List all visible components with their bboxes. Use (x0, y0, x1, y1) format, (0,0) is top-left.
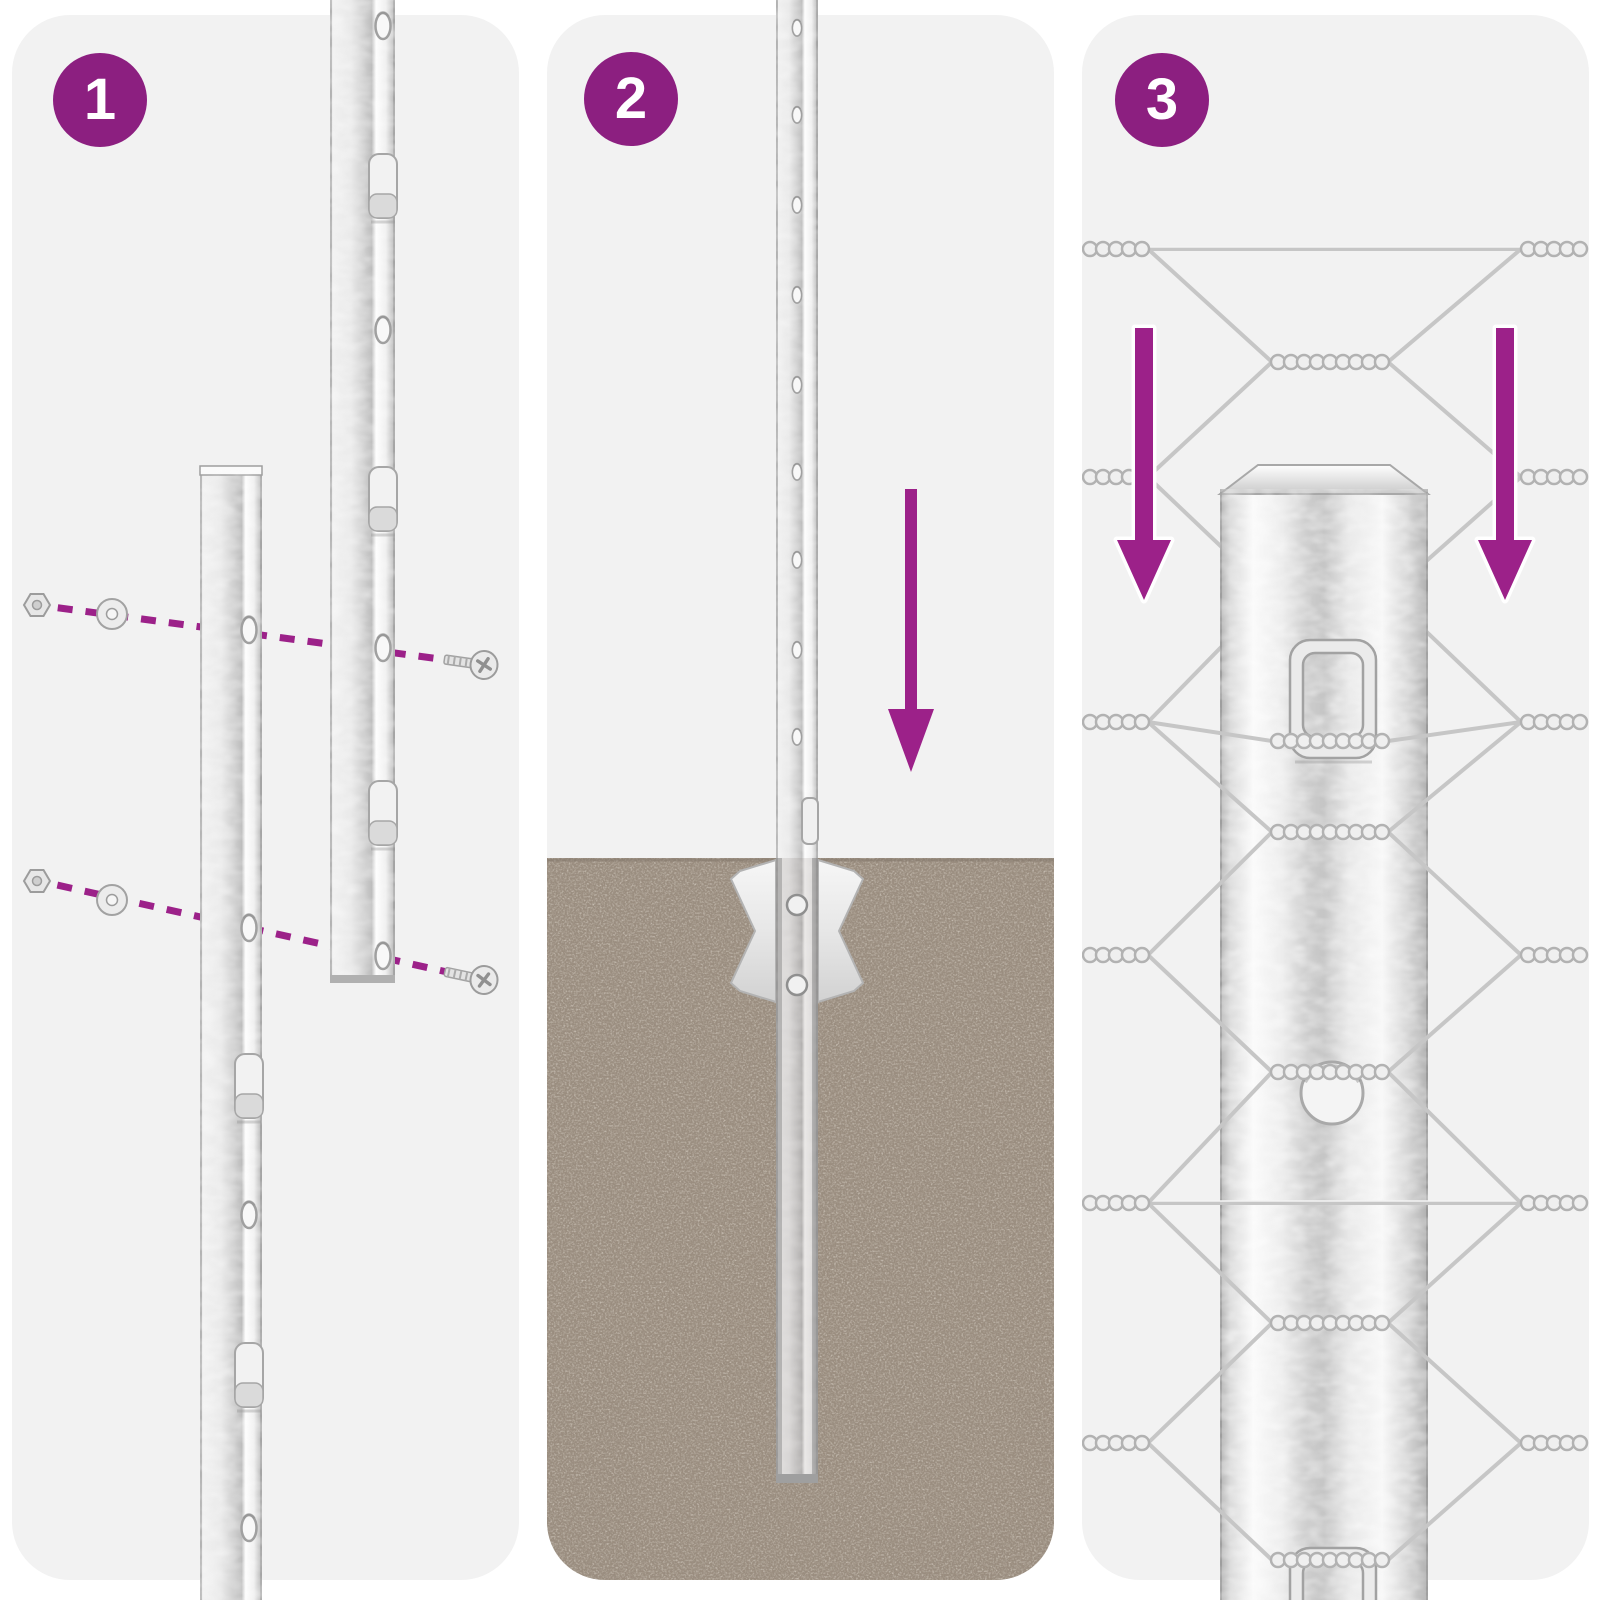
bolt-hole (240, 913, 258, 943)
post-close-up (1217, 464, 1431, 1600)
bolt-hole (240, 1513, 258, 1543)
round-hole (785, 973, 809, 997)
step-2-number: 2 (614, 66, 648, 131)
step-3-badge: 3 (1115, 53, 1209, 147)
step1-artwork (23, 0, 502, 1600)
stamped-tab (367, 779, 399, 851)
bolt-hole (374, 941, 392, 971)
stamped-tab (367, 152, 399, 224)
bolt-hole (374, 633, 392, 663)
post-bottom-end (330, 975, 395, 983)
step-panel-1 (12, 15, 519, 1580)
step2-artwork (547, 0, 1054, 1580)
step-3-number: 3 (1145, 67, 1179, 132)
hex-nut (23, 869, 51, 893)
u-channel-post-right (330, 0, 399, 983)
round-hole (785, 893, 809, 917)
hex-nut (23, 593, 51, 617)
ground-anchor-plate (729, 858, 865, 1004)
stamped-tab (233, 1341, 265, 1413)
stamped-tab (367, 465, 399, 537)
post-bottom-end (776, 1474, 818, 1483)
step-1-badge: 1 (53, 53, 147, 147)
u-channel-post-left (199, 465, 265, 1600)
bolt-hole (240, 1200, 258, 1230)
step-2-badge: 2 (584, 52, 678, 146)
washer (96, 598, 128, 630)
bolt-hole (240, 615, 258, 645)
stamped-tab (233, 1052, 265, 1124)
bolt-hole (374, 315, 392, 345)
washer (96, 884, 128, 916)
driven-post (776, 0, 819, 1483)
step3-artwork (1082, 240, 1589, 1600)
stamped-tab (801, 797, 819, 845)
step-1-number: 1 (83, 67, 117, 132)
bolt-hole (374, 11, 392, 41)
